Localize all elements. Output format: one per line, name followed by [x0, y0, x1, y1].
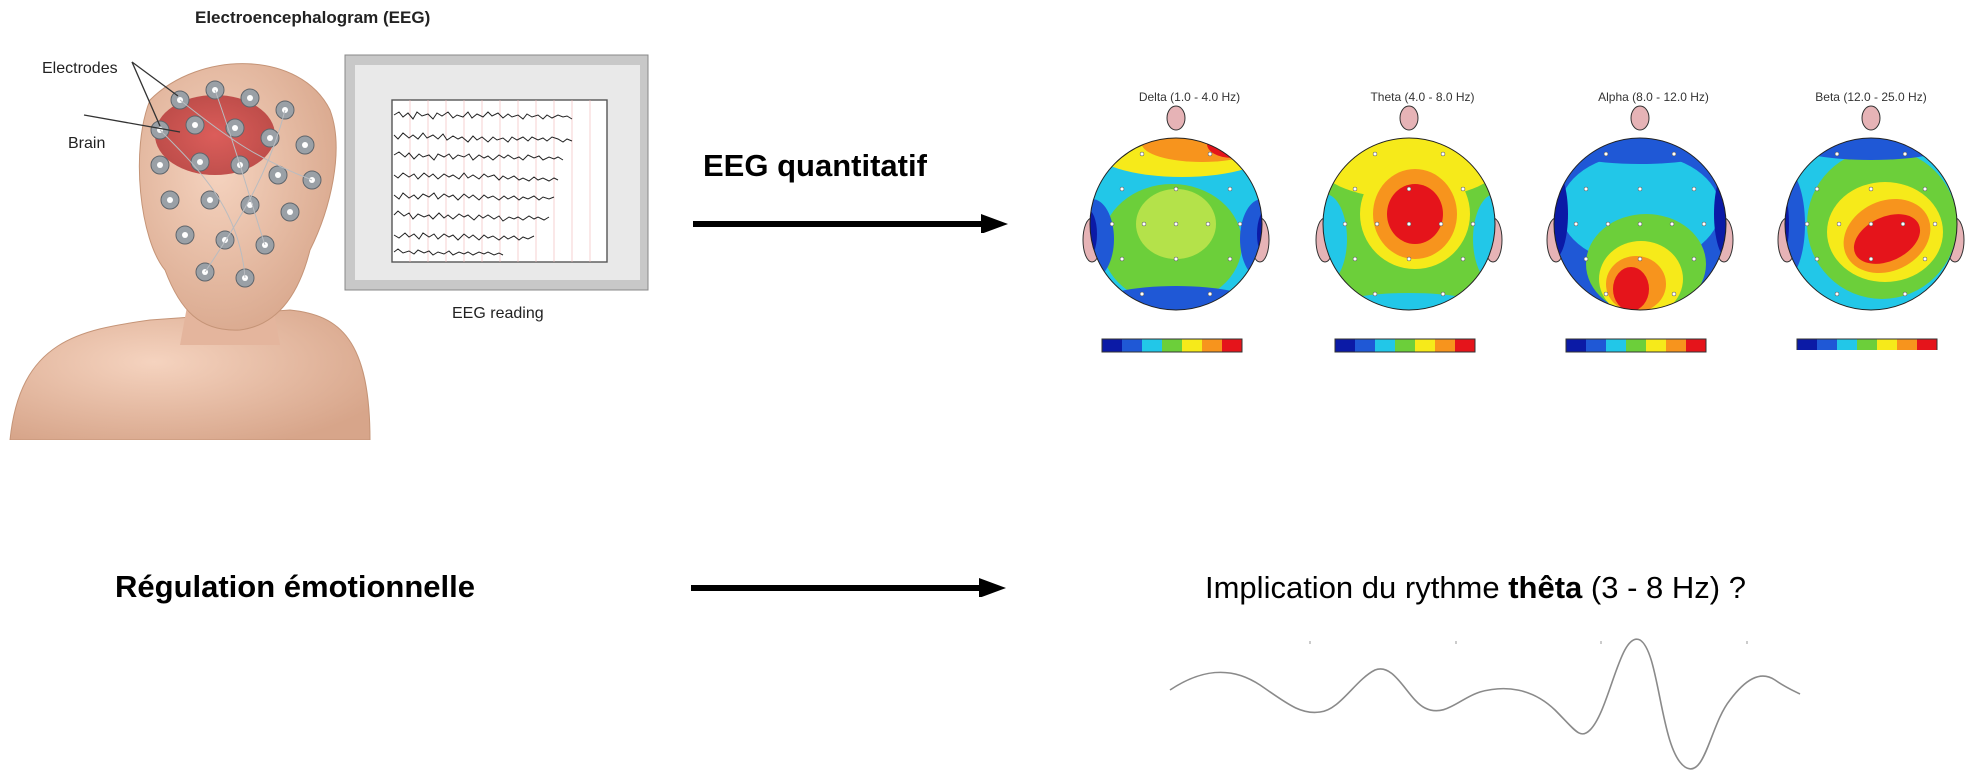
topomap-title: Delta (1.0 - 4.0 Hz): [1138, 90, 1241, 104]
colorbar: [1101, 338, 1243, 353]
topomap-alpha: Alpha (8.0 - 12.0 Hz): [1546, 90, 1761, 353]
electrode-wires: [159, 89, 313, 279]
topomap-delta: Delta (1.0 - 4.0 Hz): [1082, 90, 1297, 353]
topomap-title: Beta (12.0 - 25.0 Hz): [1815, 90, 1927, 104]
brain-shape: [155, 95, 275, 175]
torso-shape: [9, 309, 371, 440]
wave-line: [1169, 638, 1801, 770]
eeg-illustration: [9, 54, 649, 440]
topomap-title: Theta (4.0 - 8.0 Hz): [1370, 90, 1475, 104]
electrodes-pointer-line: [131, 61, 179, 97]
eeg-grid: [409, 100, 591, 262]
colorbar: [1334, 338, 1476, 353]
eeg-figure-title: Electroencephalogram (EEG): [195, 8, 431, 27]
topomap-theta-svg: [1315, 105, 1503, 353]
wave-tick-marks: [1309, 641, 1748, 644]
theta-implication-question: Implication du rythme thêta (3 - 8 Hz) ?: [1205, 570, 1746, 606]
topomap-alpha-svg: [1546, 105, 1734, 353]
implication-suffix: (3 - 8 Hz) ?: [1582, 570, 1746, 605]
implication-theta-word: thêta: [1508, 570, 1583, 605]
bottom-arrow: [691, 578, 1006, 597]
topomap-beta: Beta (12.0 - 25.0 Hz): [1777, 90, 1977, 350]
eeg-monitor: [344, 54, 649, 291]
theta-wave: [1169, 638, 1801, 770]
brain-pointer-line: [83, 114, 181, 133]
topomap-beta-svg: [1777, 105, 1965, 350]
top-arrow: [693, 214, 1008, 233]
qeeg-label: EEG quantitatif: [703, 148, 927, 183]
electrodes-pointer-line-2: [131, 61, 161, 127]
colorbar: [1796, 338, 1938, 350]
topomap-theta: Theta (4.0 - 8.0 Hz): [1315, 90, 1530, 353]
topomap-delta-svg: [1082, 105, 1270, 353]
emotion-regulation-label: Régulation émotionnelle: [115, 569, 475, 604]
eeg-traces: [393, 111, 573, 256]
implication-prefix: Implication du rythme: [1205, 570, 1509, 605]
electrodes-label: Electrodes: [42, 60, 118, 77]
colorbar: [1565, 338, 1707, 353]
eeg-reading-label: EEG reading: [452, 305, 544, 322]
brain-label: Brain: [68, 135, 106, 152]
topomap-title: Alpha (8.0 - 12.0 Hz): [1598, 90, 1709, 104]
electrode-group: [150, 80, 322, 288]
